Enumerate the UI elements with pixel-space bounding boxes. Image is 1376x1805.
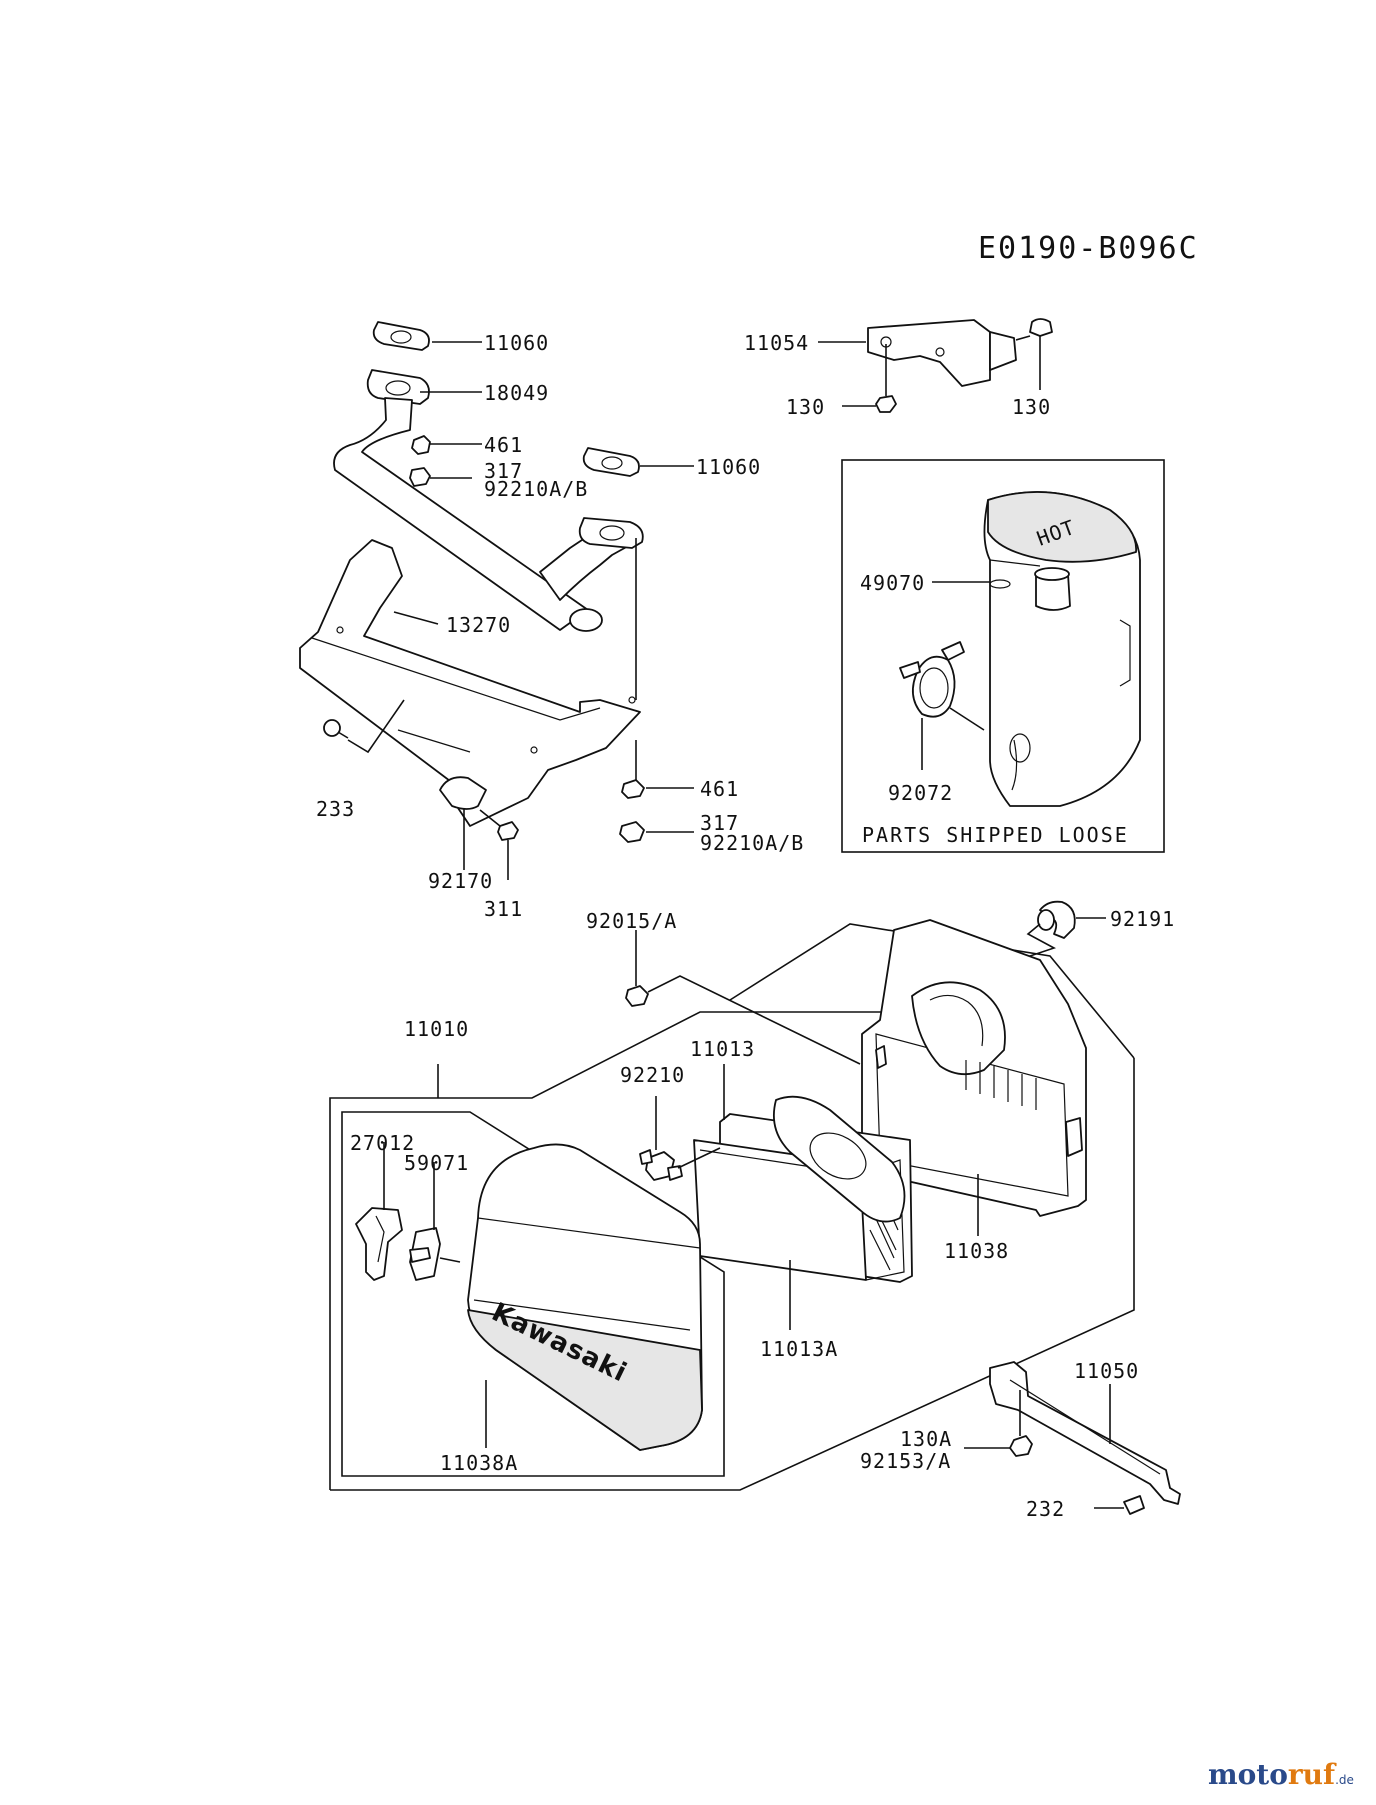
label-11013: 11013 [690, 1037, 755, 1061]
gasket-11060-top [372, 321, 430, 351]
label-92210: 92210 [620, 1063, 685, 1087]
label-232: 232 [1026, 1497, 1065, 1521]
label-92210ab-bottom: 92210A/B [700, 831, 804, 855]
label-233: 233 [316, 797, 355, 821]
label-311: 311 [484, 897, 523, 921]
label-130-right: 130 [1012, 395, 1051, 419]
wing-nut-92210 [639, 1096, 721, 1181]
gasket-11060-right [582, 447, 640, 477]
label-11038: 11038 [944, 1239, 1009, 1263]
label-11060-right: 11060 [696, 455, 761, 479]
label-461-bottom: 461 [700, 777, 739, 801]
label-92191: 92191 [1110, 907, 1175, 931]
clamp-92170 [439, 776, 487, 810]
label-27012: 27012 [350, 1131, 415, 1155]
flange-right [578, 517, 644, 549]
flange-18049 [366, 369, 430, 405]
parts-shipped-loose-caption: PARTS SHIPPED LOOSE [862, 823, 1129, 847]
label-92210ab-top: 92210A/B [484, 477, 588, 501]
label-59071: 59071 [404, 1151, 469, 1175]
latch-27012 [355, 1207, 403, 1281]
heat-shield-13270 [299, 539, 641, 827]
label-317-top: 317 [484, 459, 523, 483]
label-11013a: 11013A [760, 1337, 838, 1361]
label-317-bottom: 317 [700, 811, 739, 835]
label-92170: 92170 [428, 869, 493, 893]
label-92072: 92072 [888, 781, 953, 805]
air-cleaner-base-11038 [861, 919, 1087, 1236]
label-13270: 13270 [446, 613, 511, 637]
air-filter-elements [693, 1064, 913, 1330]
label-11010: 11010 [404, 1017, 469, 1041]
label-461-top: 461 [484, 433, 523, 457]
loose-parts-frame [841, 459, 1165, 853]
watermark-main: motoruf.de [1208, 1758, 1354, 1791]
exhaust-pipe [333, 397, 589, 631]
label-49070: 49070 [860, 571, 925, 595]
leader-lines-exhaust [347, 341, 694, 880]
label-130a: 130A [900, 1427, 952, 1451]
label-18049: 18049 [484, 381, 549, 405]
diagram-code: E0190-B096C [978, 231, 1199, 266]
air-cleaner-cover-11038a: Kawasaki [467, 1143, 703, 1451]
parts-shipped-loose-box: HOT [841, 459, 1165, 853]
label-11038a: 11038A [440, 1451, 518, 1475]
label-11050: 11050 [1074, 1359, 1139, 1383]
nut-92015a [625, 985, 649, 1007]
exhaust-pipe-drawing [299, 321, 645, 843]
bracket-11050 [964, 1361, 1181, 1515]
bracket-11054-drawing [867, 318, 1053, 413]
latch-and-hinge [355, 1142, 461, 1281]
label-130-left: 130 [786, 395, 825, 419]
leader-lines-bracket [818, 335, 1031, 407]
label-92153a: 92153/A [860, 1449, 951, 1473]
label-11060-top: 11060 [484, 331, 549, 355]
label-11054: 11054 [744, 331, 809, 355]
part-number-labels: 11060 18049 461 317 92210A/B 11060 13270… [316, 331, 1175, 1521]
watermark-logo: motoruf.de [1208, 1758, 1354, 1791]
label-92015a: 92015/A [586, 909, 677, 933]
